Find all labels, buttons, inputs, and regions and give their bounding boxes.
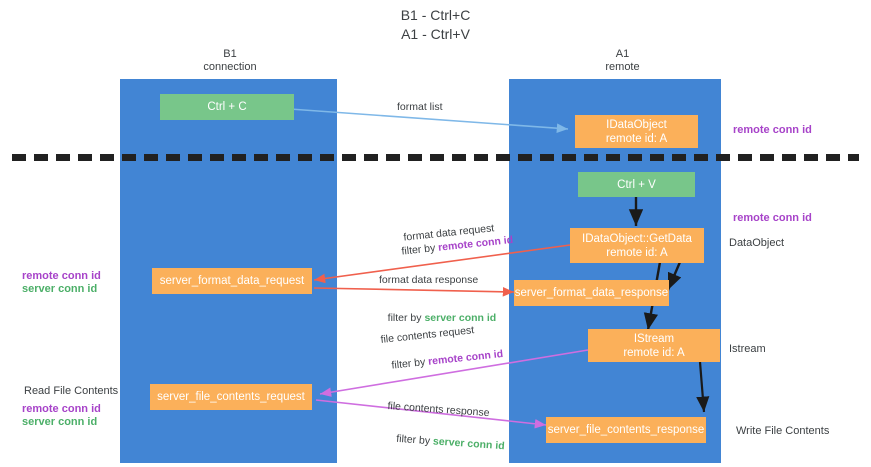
filter-prefix: filter by: [395, 432, 434, 448]
annotation-left-server-conn-id-mid: server conn id: [22, 283, 98, 295]
edge-label-file-contents-response: file contents response: [387, 400, 490, 420]
node-istream[interactable]: IStream remote id: A: [588, 329, 720, 362]
annotation-right-dataobject: DataObject: [729, 237, 785, 249]
filter-key-server-conn-id: server conn id: [424, 312, 497, 324]
annotation-left-server-conn-id-bottom: server conn id: [22, 416, 98, 428]
node-server-file-contents-response[interactable]: server_file_contents_response: [546, 417, 706, 443]
node-server-format-data-request[interactable]: server_format_data_request: [152, 268, 312, 294]
node-idataobject-getdata[interactable]: IDataObject::GetData remote id: A: [570, 228, 704, 263]
filter-key-remote-conn-id: remote conn id: [437, 233, 514, 254]
annotation-left-remote-conn-id-mid: remote conn id: [22, 270, 101, 282]
annotation-right-remote-conn-id-top: remote conn id: [733, 124, 812, 136]
page-title: B1 - Ctrl+C A1 - Ctrl+V: [400, 7, 471, 42]
annotation-right-remote-conn-id-mid: remote conn id: [733, 212, 812, 224]
phase-divider: [12, 154, 859, 161]
edge-label-format-data-response-filter: filter by server conn id: [376, 299, 497, 338]
node-ctrl-v[interactable]: Ctrl + V: [578, 172, 695, 197]
node-idataobject[interactable]: IDataObject remote id: A: [575, 115, 698, 148]
edge-label-file-contents-response-filter: filter by server conn id: [383, 419, 506, 466]
column-header-b1: B1 connection: [203, 48, 257, 73]
annotation-left-read-file-contents: Read File Contents: [24, 385, 119, 397]
annotation-left-remote-conn-id-bottom: remote conn id: [22, 403, 101, 415]
node-server-file-contents-request[interactable]: server_file_contents_request: [150, 384, 312, 410]
edge-label-format-data-response: format data response: [379, 274, 479, 286]
annotation-right-write-file-contents: Write File Contents: [736, 425, 830, 437]
annotation-right-istream: Istream: [729, 343, 766, 355]
filter-key-remote-conn-id: remote conn id: [427, 347, 504, 368]
filter-prefix: filter by: [400, 241, 439, 258]
edge-label-format-list: format list: [397, 101, 443, 113]
node-ctrl-c[interactable]: Ctrl + C: [160, 94, 294, 120]
filter-key-server-conn-id: server conn id: [432, 435, 506, 453]
filter-prefix: filter by: [390, 355, 429, 372]
node-server-format-data-response[interactable]: server_format_data_response: [514, 280, 669, 306]
column-header-a1: A1 remote: [605, 48, 640, 73]
filter-prefix: filter by: [387, 312, 425, 324]
